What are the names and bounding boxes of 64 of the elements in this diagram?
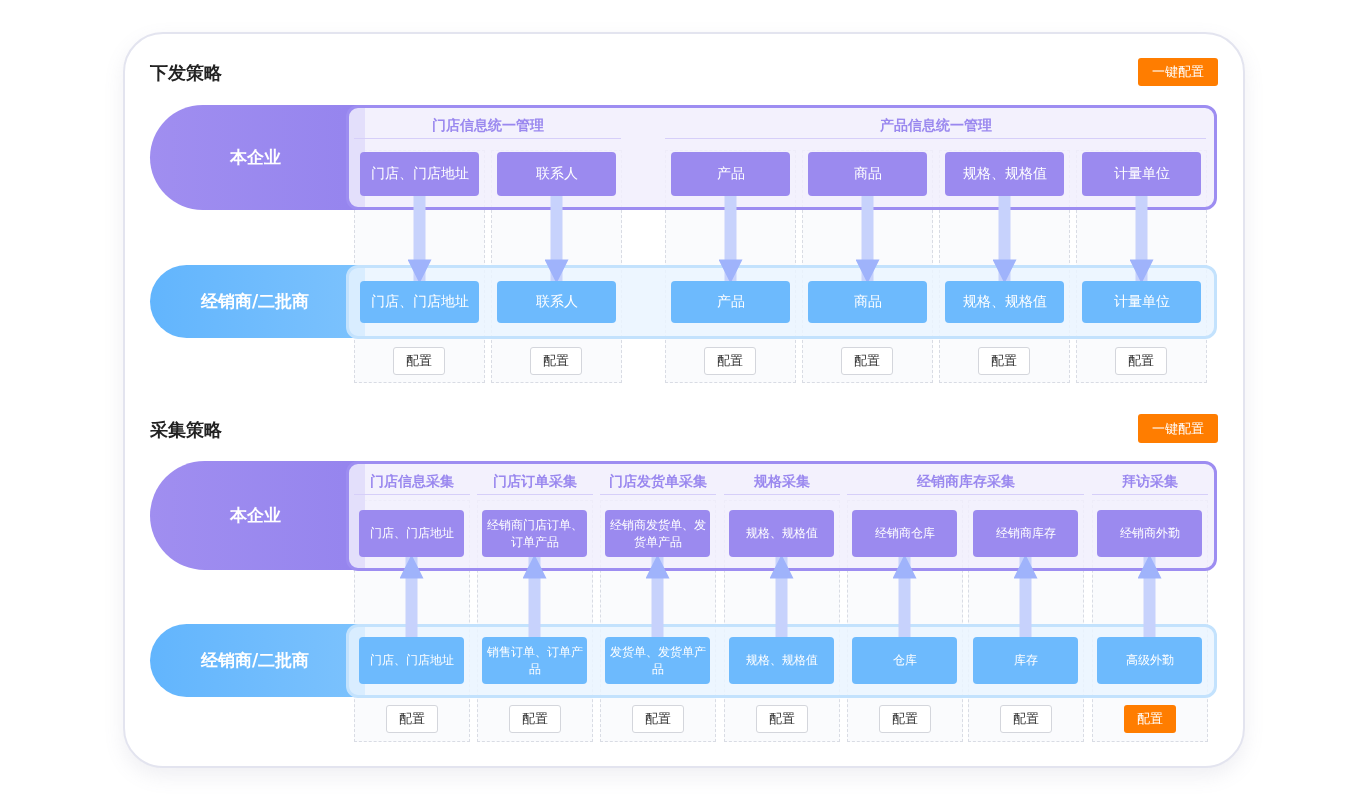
data-box: 仓库 [852,637,957,684]
data-box: 规格、规格值 [729,510,834,557]
data-box: 商品 [808,281,927,323]
data-box: 规格、规格值 [729,637,834,684]
configure-all-button: 一键配置 [1138,414,1218,443]
configure-button: 配置 [632,705,684,733]
data-box: 经销商库存 [973,510,1078,557]
data-box: 经销商仓库 [852,510,957,557]
arrow [522,554,547,637]
data-box: 门店、门店地址 [360,152,479,196]
group-heading: 门店信息统一管理 [354,117,621,139]
group-heading: 产品信息统一管理 [665,117,1206,139]
arrow [769,554,794,637]
configure-button: 配置 [1124,705,1176,733]
arrow [544,196,569,284]
configure-button: 配置 [1000,705,1052,733]
data-box: 销售订单、订单产品 [482,637,587,684]
arrow [407,196,432,284]
data-box: 联系人 [497,281,616,323]
data-box: 规格、规格值 [945,281,1064,323]
data-box: 经销商门店订单、订单产品 [482,510,587,557]
configure-button: 配置 [393,347,445,375]
data-box: 高级外勤 [1097,637,1202,684]
configure-button: 配置 [704,347,756,375]
arrow [992,196,1017,284]
configure-button: 配置 [1115,347,1167,375]
group-heading: 门店订单采集 [477,473,593,495]
arrow [855,196,880,284]
data-box: 门店、门店地址 [360,281,479,323]
configure-all-button: 一键配置 [1138,58,1218,86]
data-box: 计量单位 [1082,152,1201,196]
group-heading: 拜访采集 [1092,473,1208,495]
data-box: 产品 [671,281,790,323]
configure-button: 配置 [978,347,1030,375]
group-heading: 规格采集 [724,473,840,495]
arrow [645,554,670,637]
data-box: 规格、规格值 [945,152,1064,196]
configure-button: 配置 [756,705,808,733]
data-box: 联系人 [497,152,616,196]
configure-button: 配置 [530,347,582,375]
data-box: 经销商发货单、发货单产品 [605,510,710,557]
arrow [892,554,917,637]
data-box: 经销商外勤 [1097,510,1202,557]
configure-button: 配置 [509,705,561,733]
arrow [1013,554,1038,637]
section-title: 下发策略 [150,61,222,85]
configure-button: 配置 [841,347,893,375]
configure-button: 配置 [879,705,931,733]
data-box: 发货单、发货单产品 [605,637,710,684]
group-heading: 门店发货单采集 [600,473,716,495]
group-heading: 门店信息采集 [354,473,470,495]
arrow [399,554,424,637]
data-box: 门店、门店地址 [359,637,464,684]
data-box: 计量单位 [1082,281,1201,323]
arrow [718,196,743,284]
group-heading: 经销商库存采集 [847,473,1084,495]
configure-button: 配置 [386,705,438,733]
section-title: 采集策略 [150,418,222,442]
arrow [1137,554,1162,637]
data-box: 商品 [808,152,927,196]
data-box: 库存 [973,637,1078,684]
arrow [1129,196,1154,284]
data-box: 产品 [671,152,790,196]
data-box: 门店、门店地址 [359,510,464,557]
